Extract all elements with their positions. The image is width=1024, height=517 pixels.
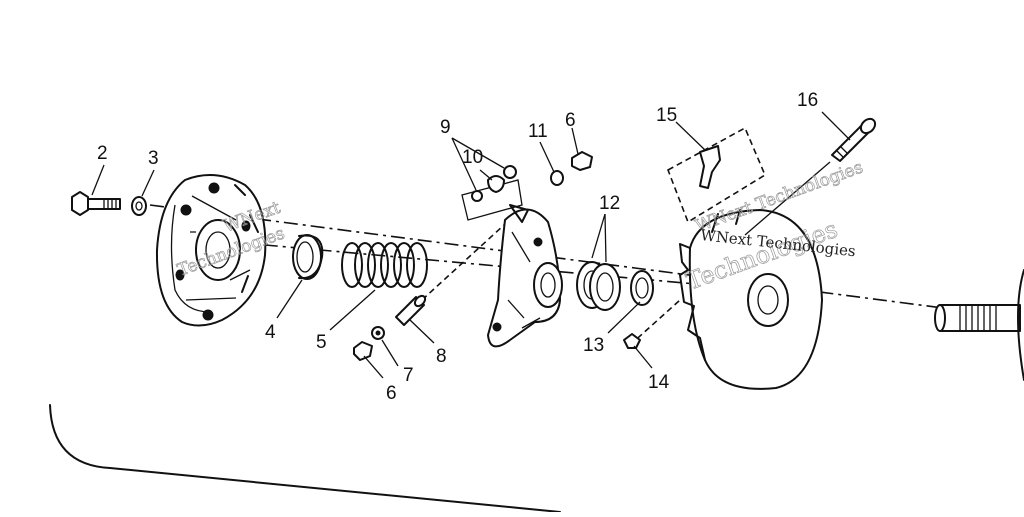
bolt-part-16 [831,117,877,162]
callout-3: 3 [148,148,159,169]
callout-11: 11 [528,121,548,142]
nut-part-9a [471,190,483,202]
callout-16: 16 [797,90,818,111]
callout-4: 4 [265,322,276,343]
rollers-part-12 [576,261,621,311]
nut-part-9b [503,165,517,179]
washer-part-11 [550,170,564,186]
pin-part-8 [395,294,427,326]
callout-6-lower: 6 [386,383,397,404]
callout-2: 2 [97,143,108,164]
border-curve [49,404,561,513]
callout-5: 5 [316,332,327,353]
washer-part-3 [131,196,147,216]
nut-part-6-lower [353,341,373,361]
clip-part-15 [667,126,767,224]
callout-15: 15 [656,105,677,126]
bolt-part-2 [71,191,121,216]
callout-8: 8 [436,346,447,367]
screw-part-14 [623,333,641,349]
bushing-part-4 [292,234,324,280]
callout-10: 10 [462,147,483,168]
cover-plate [155,174,267,327]
washer-part-7 [371,326,385,340]
screw-axis-line [629,299,681,346]
leader-lines [91,111,851,379]
callout-13: 13 [583,335,604,356]
nut-part-6-upper [571,151,593,171]
spring-part-5 [341,242,428,288]
callout-9: 9 [440,117,451,138]
callout-14: 14 [648,372,670,393]
callout-7: 7 [403,365,414,386]
bushing-part-13 [630,270,654,306]
callout-6-upper: 6 [565,110,576,131]
callout-12: 12 [599,193,620,214]
movable-sheave [679,209,823,390]
fixed-sheave-shaft [934,269,1024,381]
main-axis-line [149,204,1021,319]
spider-arm [487,204,563,348]
